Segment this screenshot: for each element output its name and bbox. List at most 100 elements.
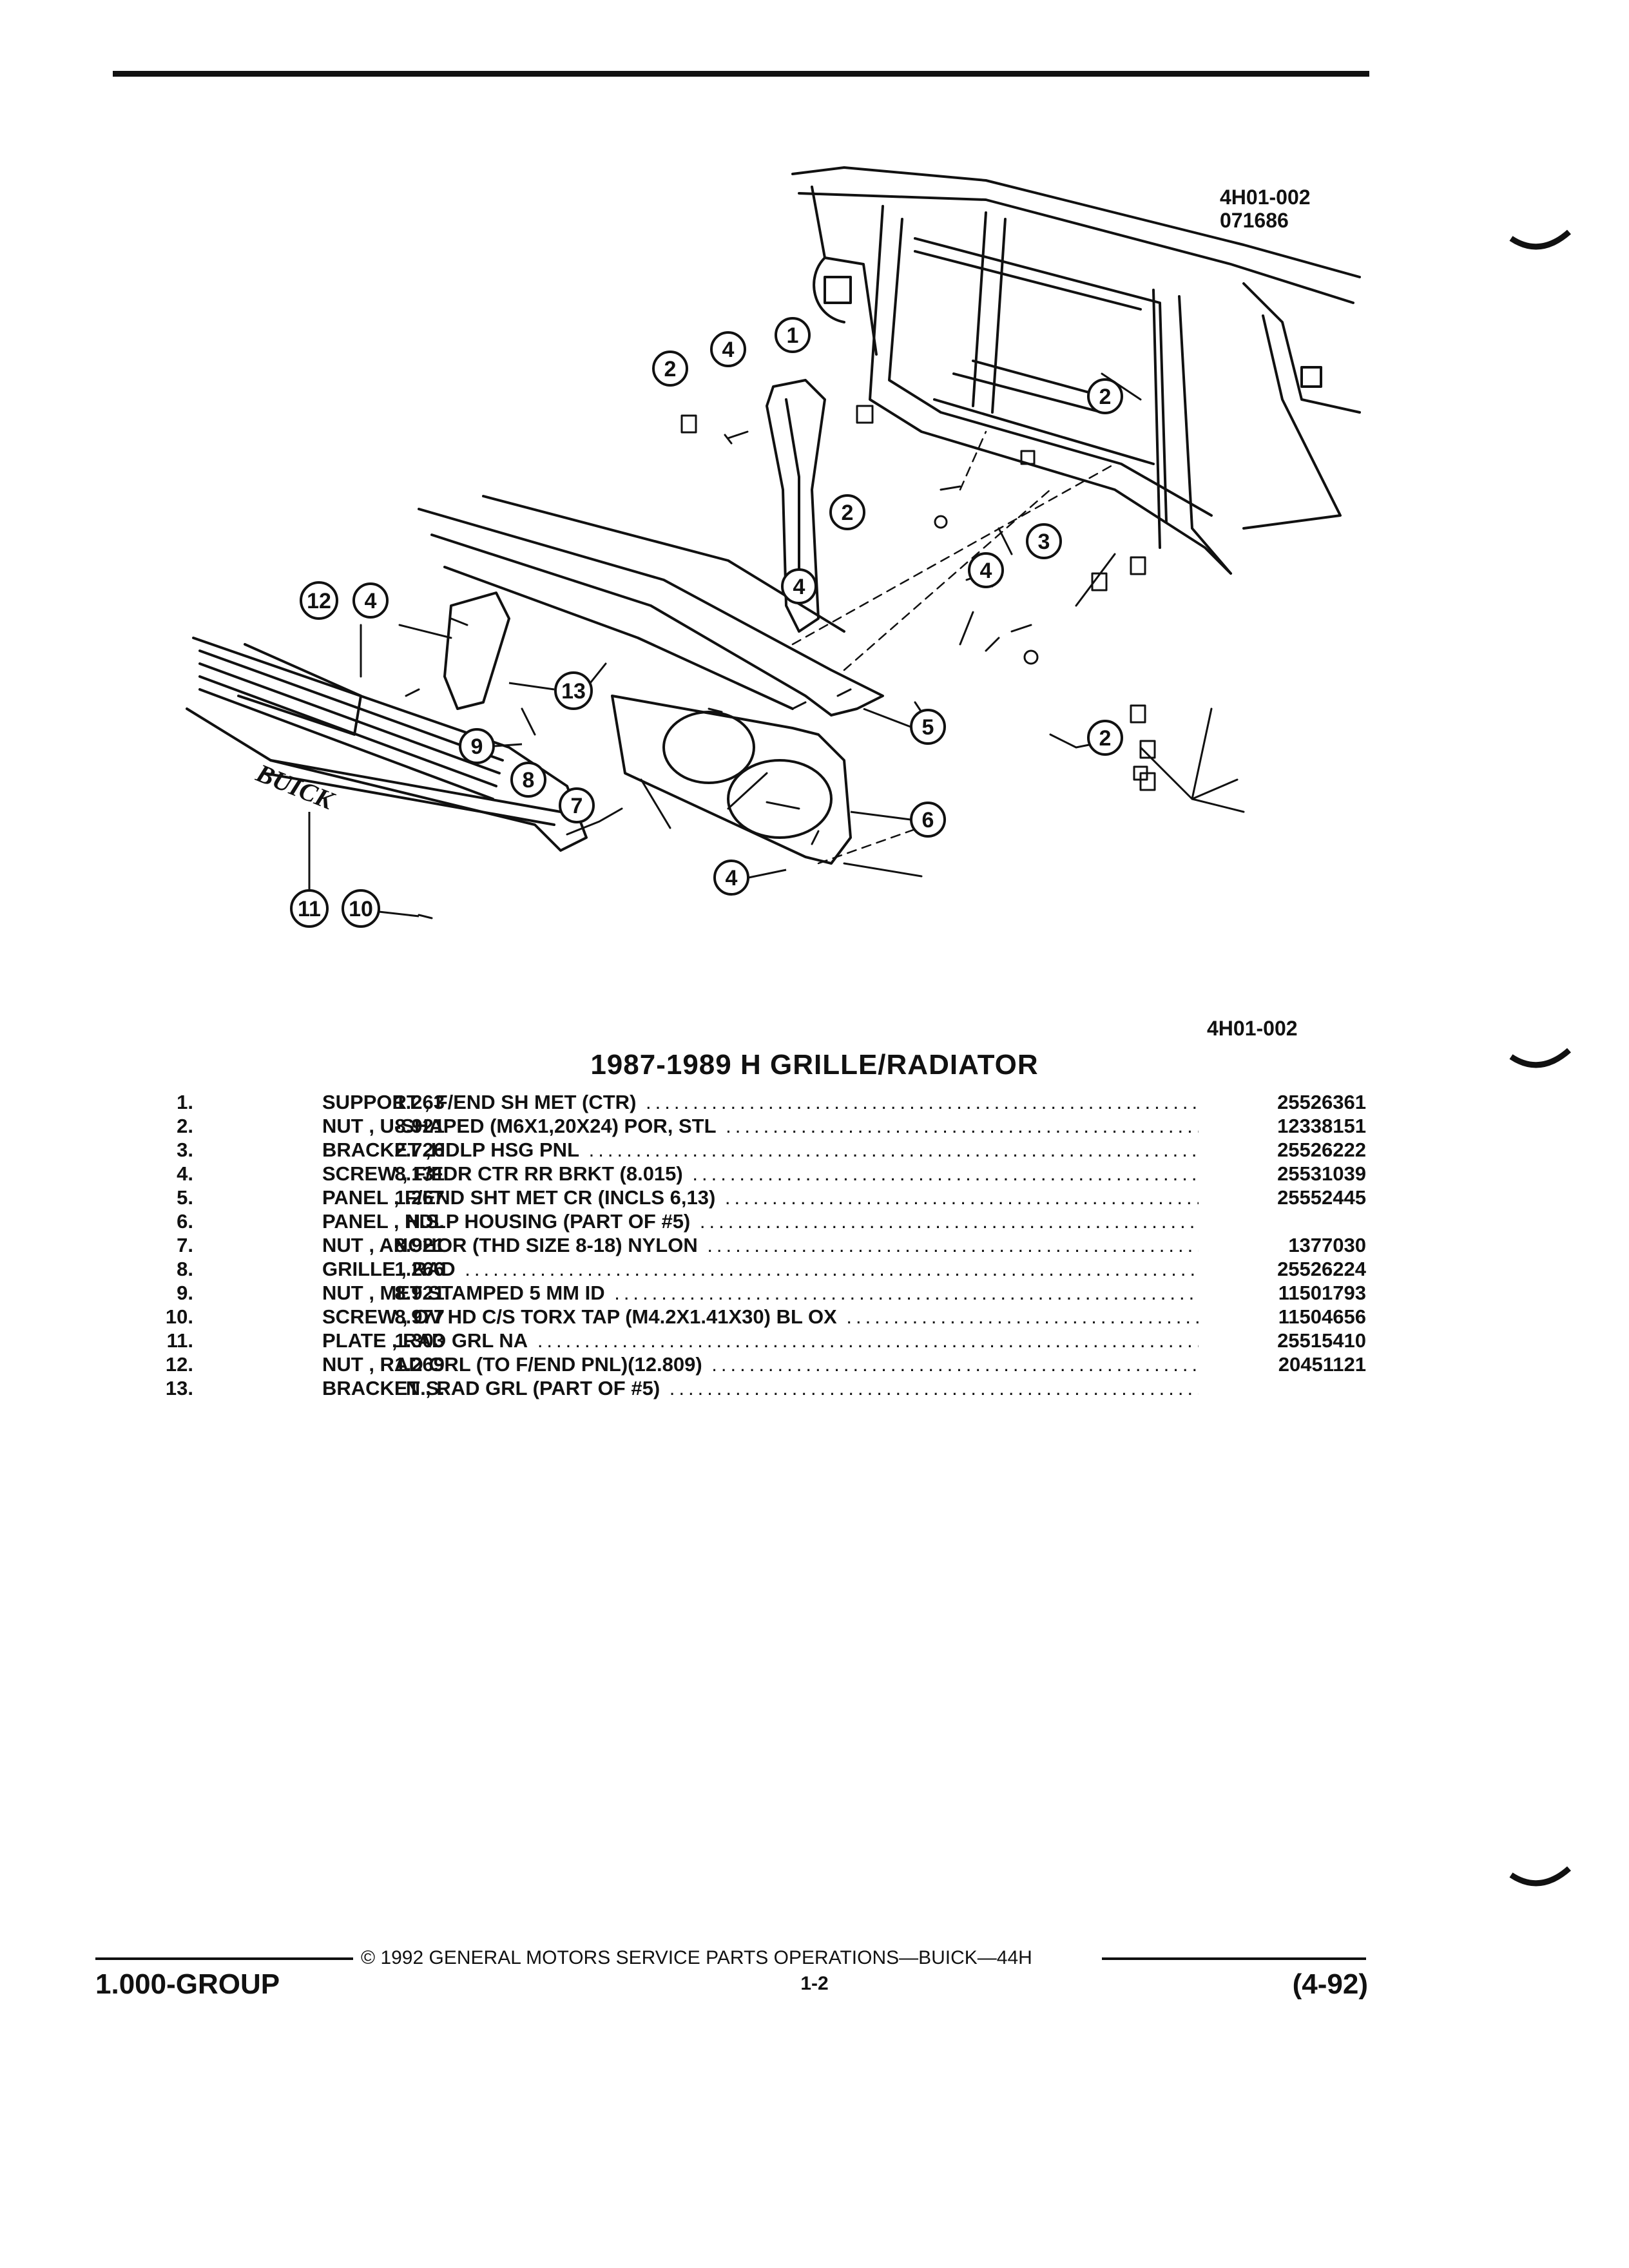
part-code: 1.266 xyxy=(394,1258,445,1280)
footer-rule-left xyxy=(95,1957,353,1960)
part-description: NUT , U-SHAPED (M6X1,20X24) POR, STL ...… xyxy=(322,1114,1199,1138)
upper-front-panel xyxy=(418,495,884,716)
part-description: NUT , ANCHOR (THD SIZE 8-18) NYLON .....… xyxy=(322,1233,1199,1257)
callout-9-label: 9 xyxy=(471,735,483,759)
part-code: 8.921 xyxy=(394,1115,445,1137)
part-catalog-number: 25526224 xyxy=(1277,1258,1366,1280)
part-catalog-number: 11504656 xyxy=(1278,1305,1366,1328)
callout-6-label: 6 xyxy=(922,808,934,832)
part-code: 1.269 xyxy=(394,1353,445,1376)
center-support-bracket xyxy=(766,379,826,633)
part-description-text: BRACKET ,HDLP HSG PNL xyxy=(322,1139,580,1161)
part-number-index: 10. xyxy=(165,1305,193,1328)
part-code: 8.921 xyxy=(394,1234,445,1256)
part-catalog-number: 25515410 xyxy=(1277,1329,1366,1352)
part-description: NUT , RAD GRL (TO F/END PNL)(12.809) ...… xyxy=(322,1352,1199,1376)
callout-4c: 4 xyxy=(781,568,817,604)
part-description: SCREW , F/FDR CTR RR BRKT (8.015) ......… xyxy=(322,1162,1199,1186)
callout-4e-label: 4 xyxy=(726,866,738,890)
part-description: PANEL , HDLP HOUSING (PART OF #5) ......… xyxy=(322,1209,1199,1233)
callout-2b: 2 xyxy=(1087,378,1123,414)
part-catalog-number: 25531039 xyxy=(1277,1162,1366,1185)
part-code: 2.726 xyxy=(394,1139,445,1161)
callout-11-label: 11 xyxy=(298,897,321,921)
callout-4a: 4 xyxy=(710,331,746,367)
part-description-text: NUT , ANCHOR (THD SIZE 8-18) NYLON xyxy=(322,1234,698,1256)
binder-mark-1 xyxy=(1509,229,1571,250)
part-code: N.S. xyxy=(405,1377,445,1399)
callout-8-label: 8 xyxy=(523,768,535,793)
callout-6: 6 xyxy=(910,802,946,838)
part-description-text: PANEL , HDLP HOUSING (PART OF #5) xyxy=(322,1210,691,1233)
part-row: 13.N.S.BRACKET , RAD GRL (PART OF #5) ..… xyxy=(142,1376,1366,1400)
grille xyxy=(186,637,588,852)
part-code: 8.131 xyxy=(394,1162,445,1185)
callout-4d: 4 xyxy=(352,582,389,619)
footer-revision: (4-92) xyxy=(1292,1968,1368,2000)
part-description-text: SUPPORT , F/END SH MET (CTR) xyxy=(322,1091,637,1113)
part-code: N.S. xyxy=(405,1210,445,1233)
part-description-text: NUT , MET STAMPED 5 MM ID xyxy=(322,1282,605,1304)
radiator-support-frame xyxy=(791,166,1361,575)
footer-rule-right xyxy=(1102,1957,1366,1960)
callout-2d-label: 2 xyxy=(1099,726,1112,751)
part-description: SUPPORT , F/END SH MET (CTR) ...........… xyxy=(322,1090,1199,1114)
callout-11: 11 xyxy=(290,889,329,928)
part-catalog-number: 1377030 xyxy=(1288,1234,1366,1256)
callout-5-label: 5 xyxy=(922,715,934,740)
part-description: SCREW , OV HD C/S TORX TAP (M4.2X1.41X30… xyxy=(322,1305,1199,1329)
part-number-index: 2. xyxy=(177,1115,193,1137)
part-description: PLATE , RAD GRL NA .....................… xyxy=(322,1329,1199,1352)
top-rule xyxy=(113,71,1369,77)
leader-dots: ........................................… xyxy=(707,1234,1199,1256)
callout-2d: 2 xyxy=(1087,720,1123,756)
part-description-text: PANEL , F/END SHT MET CR (INCLS 6,13) xyxy=(322,1186,716,1209)
grille-bracket xyxy=(443,591,510,710)
part-code: 1.267 xyxy=(394,1186,445,1209)
callout-10-label: 10 xyxy=(349,897,373,921)
part-code: 1.263 xyxy=(394,1091,445,1113)
figure-ref-bottom: 4H01-002 xyxy=(1207,1017,1298,1040)
part-description-text: BRACKET , RAD GRL (PART OF #5) xyxy=(322,1377,660,1399)
part-number-index: 7. xyxy=(177,1234,193,1256)
leader-dots: ........................................… xyxy=(711,1353,1199,1376)
part-number-index: 5. xyxy=(177,1186,193,1209)
figure-ref-date: 071686 xyxy=(1220,209,1289,232)
part-number-index: 3. xyxy=(177,1139,193,1161)
callout-2c-label: 2 xyxy=(842,501,854,525)
binder-mark-3 xyxy=(1509,1866,1571,1887)
callout-5: 5 xyxy=(910,709,946,745)
part-description: BRACKET ,HDLP HSG PNL ..................… xyxy=(322,1138,1199,1162)
leader-dots: ........................................… xyxy=(537,1329,1199,1352)
part-number-index: 9. xyxy=(177,1282,193,1304)
part-description-text: GRILLE , RAD xyxy=(322,1258,456,1280)
binder-mark-2 xyxy=(1509,1048,1571,1068)
part-code: 8.977 xyxy=(394,1305,445,1328)
part-description: NUT , MET STAMPED 5 MM ID ..............… xyxy=(322,1281,1199,1305)
callout-9: 9 xyxy=(459,728,495,764)
part-description-text: PLATE , RAD GRL NA xyxy=(322,1329,528,1352)
figure-ref-top: 4H01-002 xyxy=(1220,186,1311,209)
part-description: GRILLE , RAD ...........................… xyxy=(322,1257,1199,1281)
leader-dots: ........................................… xyxy=(588,1139,1199,1161)
leader-dots: ........................................… xyxy=(724,1186,1199,1209)
part-catalog-number: 12338151 xyxy=(1277,1115,1366,1137)
callout-8: 8 xyxy=(510,762,546,798)
part-number-index: 11. xyxy=(166,1329,193,1352)
part-description-text: SCREW , OV HD C/S TORX TAP (M4.2X1.41X30… xyxy=(322,1305,837,1328)
callout-2c: 2 xyxy=(829,494,865,530)
callout-4b: 4 xyxy=(968,552,1004,588)
part-catalog-number: 25526222 xyxy=(1277,1139,1366,1161)
part-description-text: NUT , U-SHAPED (M6X1,20X24) POR, STL xyxy=(322,1115,717,1137)
